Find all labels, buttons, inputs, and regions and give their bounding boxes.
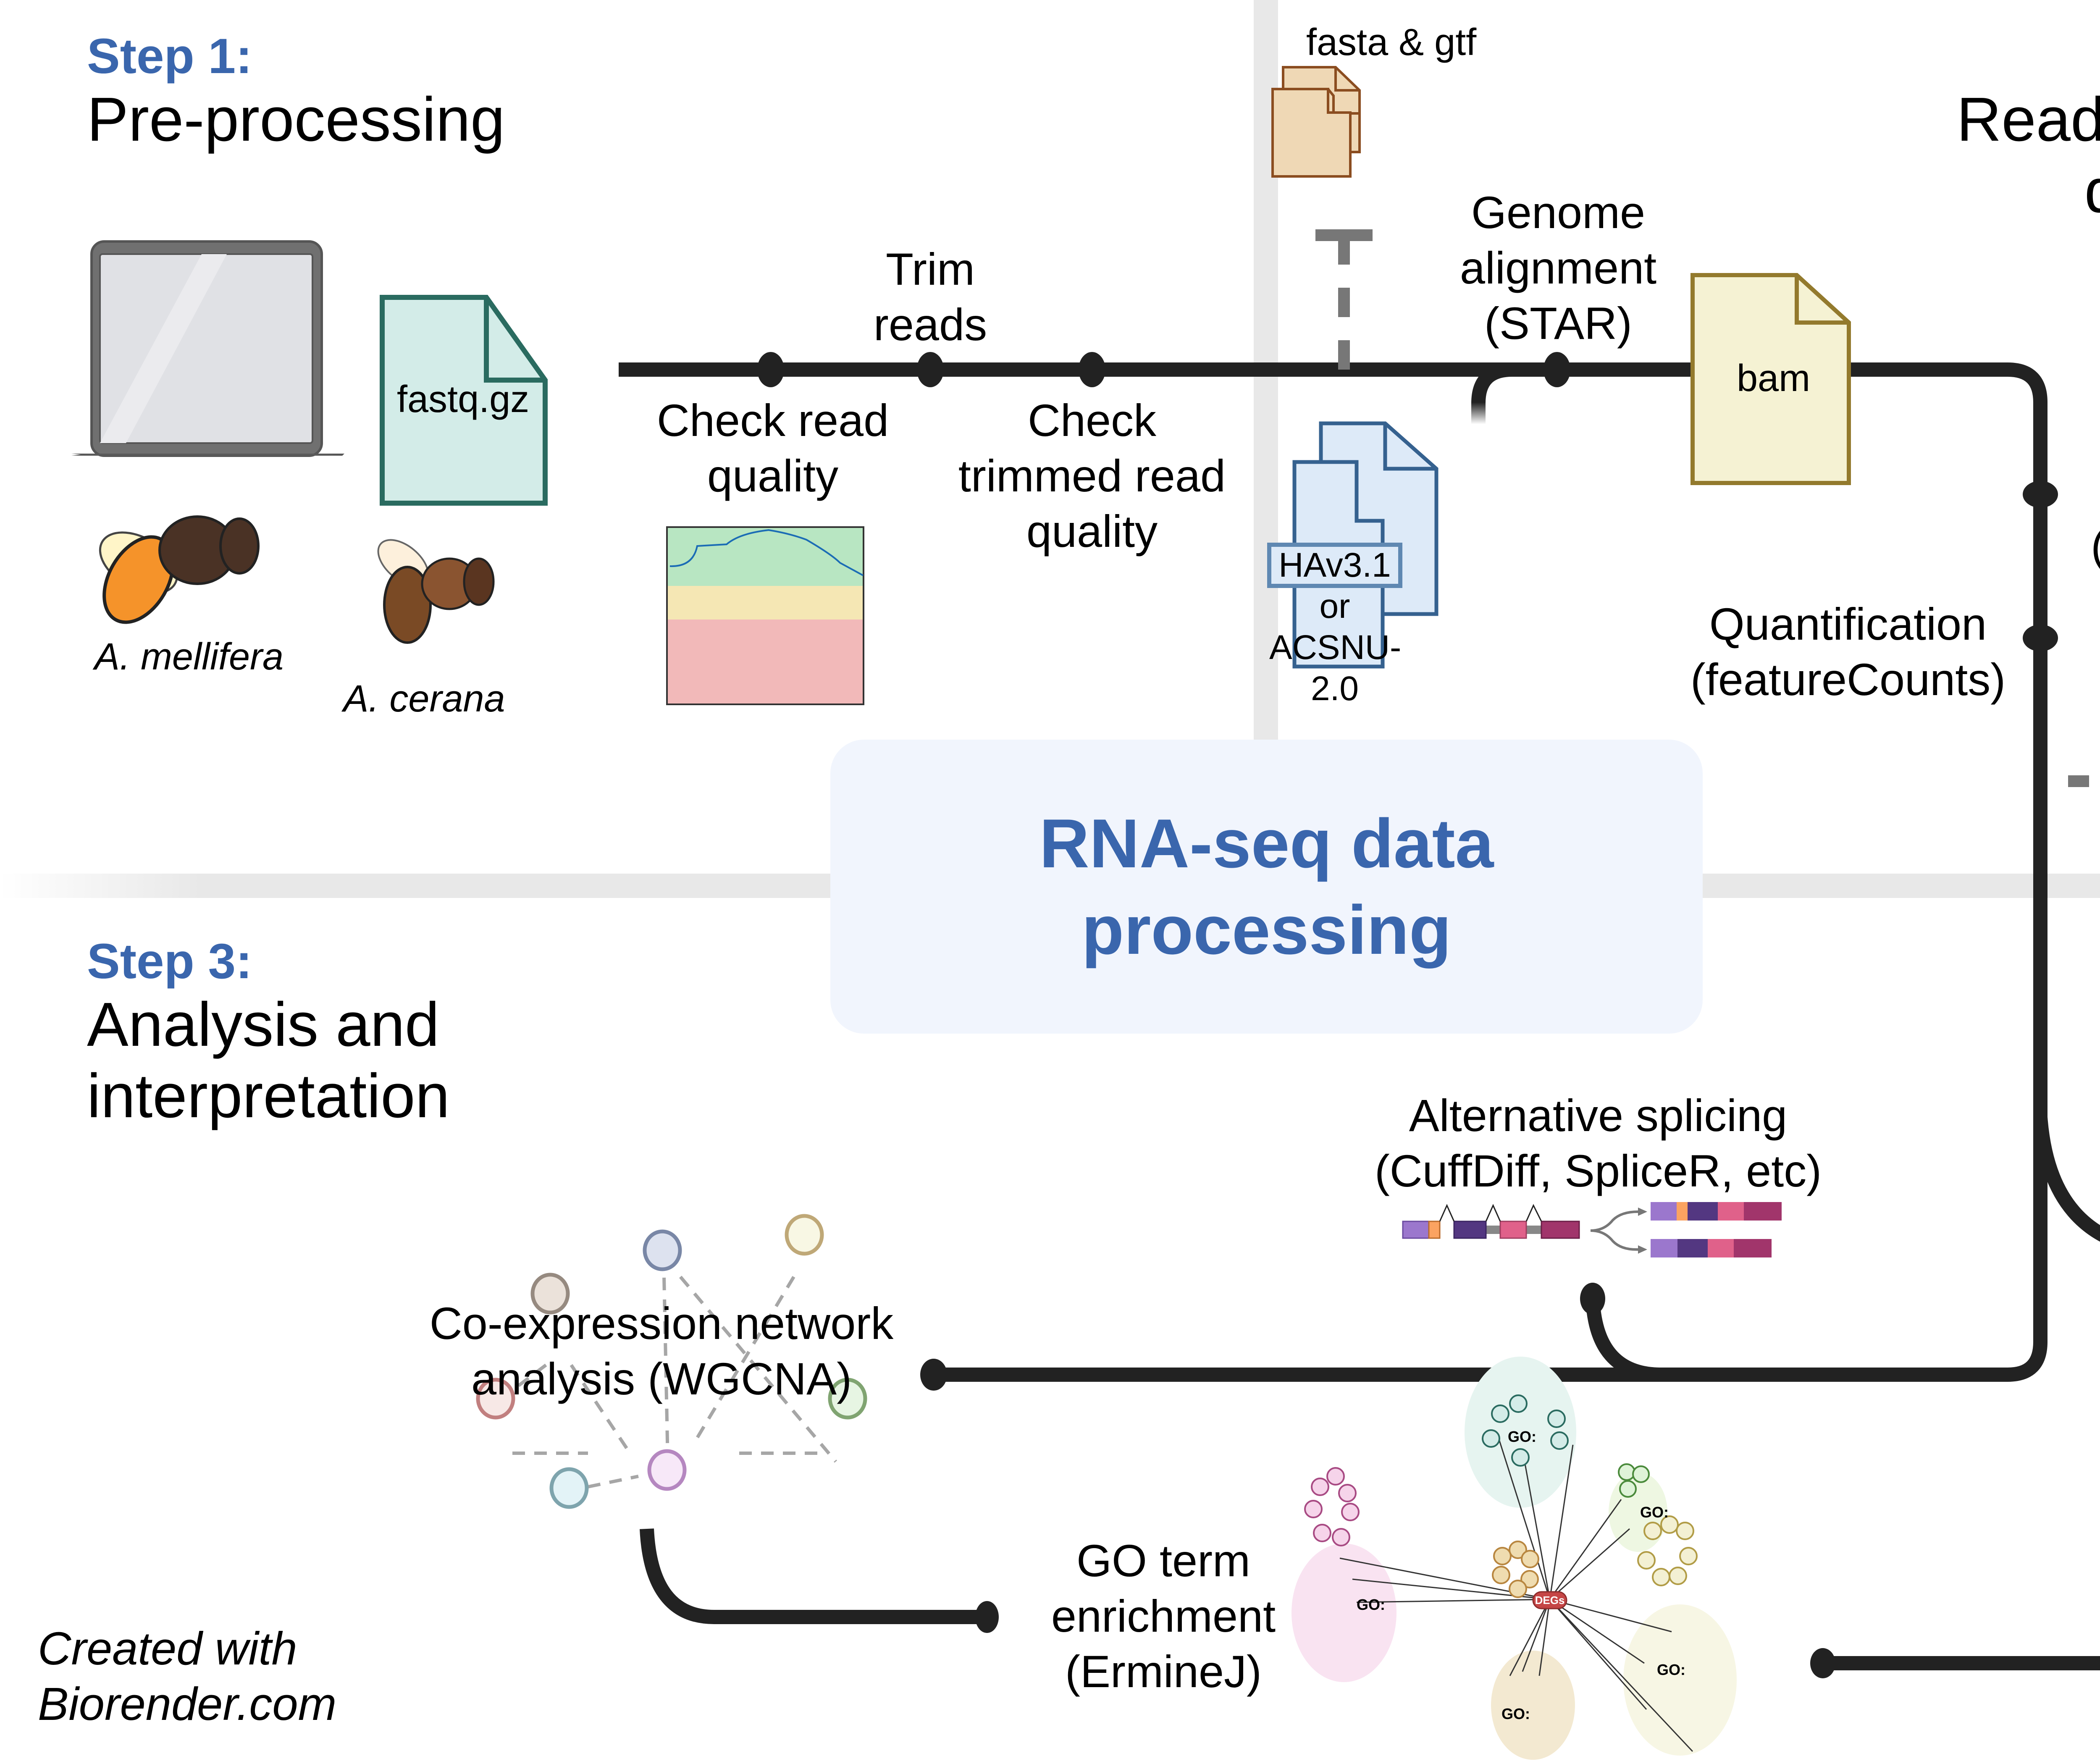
node-check-trimmed <box>1079 352 1105 387</box>
network-node <box>643 1229 682 1271</box>
bee-mellifera-icon <box>99 515 260 624</box>
species-cerana-label: A. cerana <box>343 678 505 720</box>
go-cluster-label: GO: <box>1502 1705 1530 1722</box>
node-go-enrichment <box>975 1601 999 1633</box>
de-branch-line <box>2033 1116 2100 1242</box>
network-node <box>647 1449 687 1491</box>
main-pipeline-line <box>619 362 2048 1382</box>
network-node <box>476 1378 515 1420</box>
network-node <box>549 1467 589 1509</box>
splicing-diagram-icon <box>1402 1202 1782 1257</box>
step1-heading: Step 1: Pre-processing <box>87 29 505 155</box>
credit-text: Created with Biorender.com <box>38 1623 337 1730</box>
network-node <box>530 1273 570 1315</box>
label-check-trimmed: Check trimmed read quality <box>958 395 1226 556</box>
label-coexpression: Co-expression network analysis (WGCNA) <box>429 1298 894 1404</box>
genome-files-label: HAv3.1 or ACSNU-2.0 <box>1269 546 1402 708</box>
go-network-icon <box>1292 1357 1737 1760</box>
heatmap-branch-line <box>1823 1656 2100 1670</box>
laptop-keyboard-icon <box>71 454 344 456</box>
fastq-file-icon <box>380 295 548 506</box>
node-check-quality <box>757 352 784 387</box>
node-coexpression <box>920 1359 947 1391</box>
degs-label: DEGs <box>1535 1594 1565 1606</box>
bam-file-icon <box>1690 273 1851 485</box>
step1-title: Pre-processing <box>87 84 505 154</box>
laptop-icon <box>74 240 340 457</box>
bam-file-label: bam <box>1737 357 1811 399</box>
go-cluster-label: GO: <box>1657 1661 1685 1678</box>
step3-number: Step 3: <box>87 934 252 989</box>
step3-title-line1: Analysis and <box>87 990 440 1059</box>
step2-title-line2: quantification <box>1957 155 2100 227</box>
label-quantification: Quantification (featureCounts) <box>1690 598 2006 705</box>
go-cluster-label: GO: <box>1640 1504 1669 1521</box>
step3-heading: Step 3: Analysis and interpretation <box>87 934 450 1132</box>
fastq-file-label: fastq.gz <box>397 378 530 420</box>
bee-cerana-icon <box>377 539 495 644</box>
go-branch-line <box>640 1528 987 1624</box>
step1-number: Step 1: <box>87 29 252 84</box>
go-cluster-label: GO: <box>1508 1428 1536 1445</box>
species-mellifera-label: A. mellifera <box>94 636 284 678</box>
genome-files-icon <box>1267 421 1438 669</box>
go-cluster-label: GO: <box>1357 1596 1385 1613</box>
page-title: RNA-seq data processing <box>1039 804 1494 969</box>
node-quantification <box>2023 625 2058 651</box>
degs-badge <box>1532 1591 1567 1609</box>
reference-files-label: fasta & gtf <box>1306 21 1477 63</box>
label-go-enrichment: GO term enrichment (ErmineJ) <box>1051 1535 1276 1697</box>
label-index-alignment: Index alignment (samtools) <box>2050 407 2100 573</box>
label-trim-reads: Trim reads <box>873 244 987 350</box>
title-box: RNA-seq data processing <box>830 740 1703 1034</box>
step2-number: Step 2: <box>1957 29 2100 84</box>
network-node <box>785 1214 824 1256</box>
node-index-alignment <box>2023 481 2058 508</box>
step2-heading: Step 2: Read alignment & quantification <box>1957 29 2100 227</box>
node-trim-reads <box>917 352 944 387</box>
node-heatmap-end <box>1810 1648 1835 1678</box>
reference-files-icon <box>1271 66 1361 178</box>
step2-title-line1: Read alignment & <box>1956 84 2100 154</box>
step3-title-line2: interpretation <box>87 1061 450 1131</box>
network-node <box>828 1378 867 1420</box>
label-alternative-splicing: Alternative splicing (CuffDiff, SpliceR,… <box>1374 1090 1822 1196</box>
splicing-branch-line <box>1586 1298 1659 1382</box>
node-alternative-splicing <box>1580 1283 1605 1315</box>
genome-branch-line <box>1471 362 1512 424</box>
label-genome-alignment: Genome alignment (STAR) <box>1460 187 1657 349</box>
label-check-read-quality: Check read quality <box>656 395 889 501</box>
quality-plot-icon <box>666 526 864 705</box>
node-genome-alignment <box>1544 352 1570 387</box>
